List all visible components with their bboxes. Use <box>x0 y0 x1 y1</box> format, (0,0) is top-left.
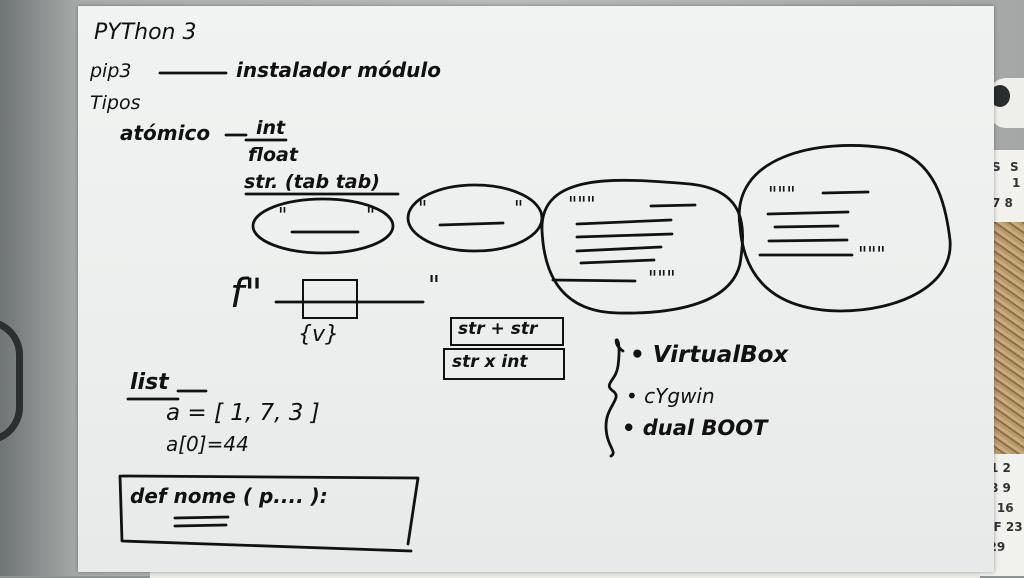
operation-concat: str + str <box>458 319 538 339</box>
text-line <box>575 218 673 226</box>
fstring-closing-quote: " <box>428 271 440 301</box>
multiline-string-ellipse <box>540 178 744 315</box>
triple-quote: """ <box>768 182 796 206</box>
option-cygwin: • cYgwin <box>626 384 715 408</box>
text-line <box>551 278 637 283</box>
type-str: str. (tab tab) <box>244 171 380 193</box>
def-box-top-right <box>120 474 420 546</box>
whiteboard: PYThon 3 pip3 instalador módulo Tipos at… <box>78 6 994 572</box>
list-label: list <box>130 370 169 395</box>
def-statement: def nome ( p.... ): <box>130 484 328 508</box>
type-int: int <box>256 117 286 139</box>
quote-mark: " <box>514 196 524 220</box>
docstring-ellipse <box>737 144 952 313</box>
calendar-day: 1 <box>1012 176 1021 190</box>
type-float: float <box>248 144 298 166</box>
calendar-header-s1: S <box>992 160 1001 174</box>
fstring-placeholder-box <box>302 279 358 319</box>
options-brace <box>604 338 625 458</box>
option-dual-boot: • dual BOOT <box>622 416 768 440</box>
calendar-day: 8 9 <box>990 481 1011 495</box>
text-line <box>773 224 840 229</box>
calendar-day: 1 2 <box>990 461 1011 475</box>
calendar-header-s2: S <box>1010 160 1019 174</box>
whiteboard-drawings <box>118 71 952 553</box>
operation-box <box>443 348 565 380</box>
quote-mark: " <box>278 203 288 227</box>
title-text: PYThon 3 <box>94 20 197 45</box>
tipos-label: Tipos <box>90 92 141 114</box>
text-line <box>575 245 663 253</box>
triple-quote: """ <box>858 242 886 266</box>
fstring-prefix: f" <box>230 271 263 317</box>
quote-mark: " <box>418 196 428 220</box>
atomic-label: atómico <box>120 121 211 145</box>
calendar-day: 7 8 <box>992 196 1013 210</box>
string-placeholder-line <box>438 221 505 227</box>
triple-quote: """ <box>568 192 596 216</box>
string-ellipse-double <box>251 197 395 255</box>
def-underline <box>173 515 230 520</box>
pip-note: instalador módulo <box>236 58 442 82</box>
calendar-ring <box>990 85 1010 107</box>
text-line <box>575 232 674 239</box>
text-line <box>766 210 850 216</box>
list-index: a[0]=44 <box>166 432 249 456</box>
text-line <box>649 203 697 208</box>
def-underline <box>173 523 228 528</box>
def-box-left-bottom <box>118 474 413 553</box>
triple-quote: """ <box>648 266 676 290</box>
text-line <box>579 258 656 265</box>
list-assignment: a = [ 1, 7, 3 ] <box>166 400 320 426</box>
quote-mark: " <box>366 203 376 227</box>
fstring-variable: {v} <box>298 322 340 347</box>
text-line <box>767 238 849 243</box>
text-line <box>821 190 870 195</box>
operation-box <box>450 317 564 346</box>
option-virtualbox: • VirtualBox <box>630 342 789 368</box>
operation-repeat: str x int <box>452 352 528 372</box>
pip-label: pip3 <box>90 60 132 82</box>
